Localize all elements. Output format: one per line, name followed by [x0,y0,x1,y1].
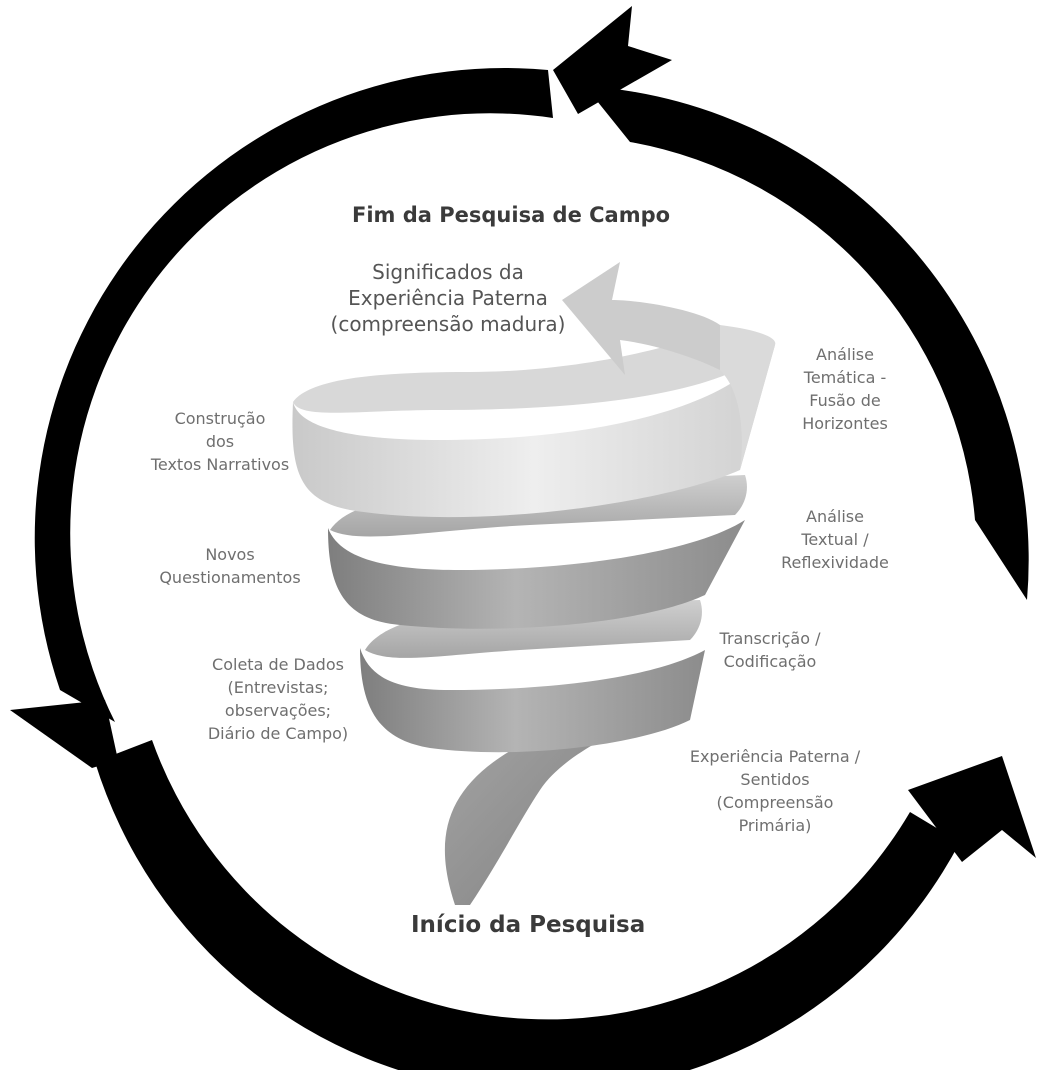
cycle-arrow-bottom [95,740,960,1070]
cycle-arrow-left [34,68,553,722]
label-analise-tematica: Análise Temática - Fusão de Horizontes [802,345,888,433]
cycle-arrowhead-top [553,6,672,114]
label-coleta-dados: Coleta de Dados (Entrevistas; observaçõe… [207,655,349,743]
result-label: Significados da Experiência Paterna (com… [330,260,566,336]
cycle-arrows [10,6,1036,1070]
spiral-arrowhead [562,262,720,375]
spiral-band-1 [360,648,705,753]
start-title: Início da Pesquisa [411,912,646,938]
label-transcricao: Transcrição / Codificação [719,629,821,671]
label-analise-textual: Análise Textual / Reflexividade [781,507,889,572]
label-experiencia-paterna: Experiência Paterna / Sentidos (Compreen… [689,747,861,835]
cycle-arrow-upper [585,86,1029,600]
label-novos-questionamentos: Novos Questionamentos [159,545,301,587]
cycle-arrowhead-right [908,756,1036,862]
spiral-arrow-shaft [720,325,776,470]
spiral-ribbon [292,262,776,905]
cycle-arrowhead-left [10,700,118,768]
label-construcao: Construção dos Textos Narrativos [150,409,290,474]
spiral-band-3 [292,345,775,518]
spiral-band-3-back [293,325,775,413]
spiral-band-2 [328,520,745,629]
end-title: Fim da Pesquisa de Campo [352,203,671,227]
